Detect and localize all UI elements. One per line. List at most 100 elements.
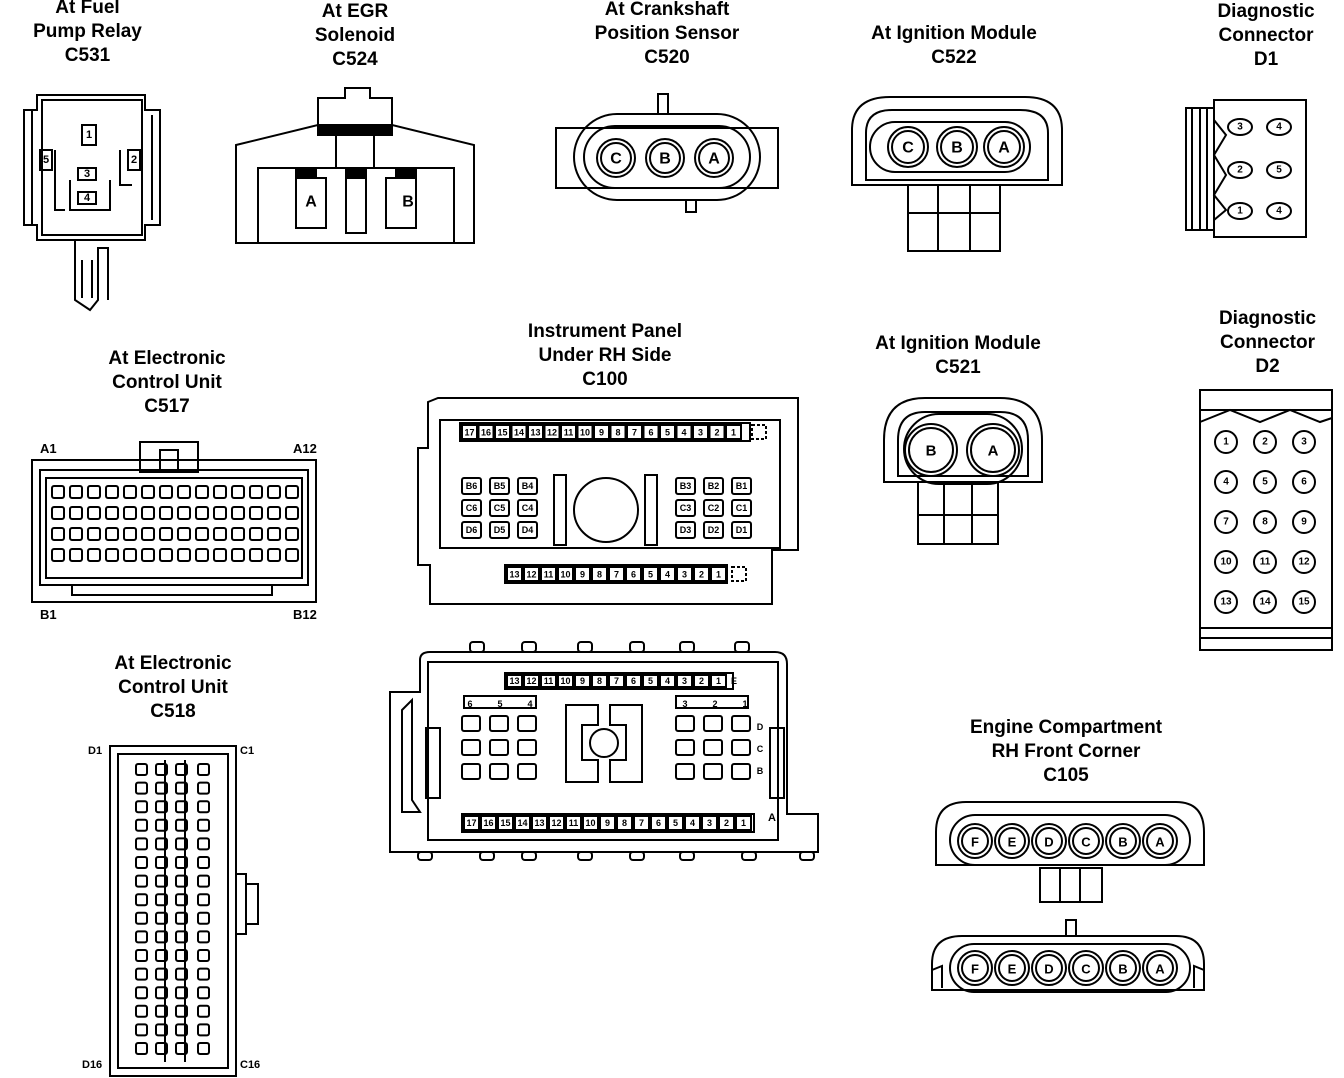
d2-pin-9 <box>1292 510 1316 534</box>
c100-top-cavity <box>725 424 742 440</box>
d1-pin-label-1: 3 <box>1237 122 1243 133</box>
c517-pin-cavity <box>51 506 65 520</box>
fusebox-right-cavity <box>731 739 751 756</box>
d2-pin-label-2: 2 <box>1262 437 1268 448</box>
c517-pin-cavity <box>177 485 191 499</box>
c100-top-pin-1: 1 <box>731 428 736 438</box>
c518-pin-cavity <box>135 874 148 888</box>
fusebox-row-a-cavity <box>531 815 548 831</box>
c517-pin-cavity <box>267 527 281 541</box>
c517-pin-cavity <box>105 485 119 499</box>
d2-pin-label-9: 9 <box>1301 517 1307 528</box>
c105-top-pin-ring-A <box>1142 823 1178 859</box>
c517-corner-a1: A1 <box>40 441 57 456</box>
d2-pin-1 <box>1214 430 1238 454</box>
c518-pin-cavity <box>135 800 148 814</box>
d1-pin-6 <box>1266 202 1292 220</box>
c105-top-pin-label-B: B <box>1118 835 1127 850</box>
c105-bottom-pin-ring-C <box>1068 950 1104 986</box>
c105-bottom-pin-label-A: A <box>1155 962 1165 977</box>
fusebox-row-e-cavity <box>557 674 574 688</box>
c100-top-cavity <box>708 424 726 440</box>
c100-grid-cavity <box>675 521 696 539</box>
c531-pin-4: 4 <box>84 192 91 204</box>
c100-bottom-pin-4: 4 <box>665 570 670 580</box>
c518-pin-cavity <box>135 1042 148 1055</box>
c100-top-cavity <box>642 424 660 440</box>
c518-pin-cavity <box>175 949 188 962</box>
c517-pin-grid <box>51 485 299 562</box>
c518-pin-cavity <box>155 874 168 888</box>
c100-top-pin-13: 13 <box>530 428 540 438</box>
fusebox-left-cavity <box>517 763 537 780</box>
c518-pin-cavity <box>135 1004 148 1018</box>
c517-pin-cavity <box>123 527 137 541</box>
fusebox-row-a-pin-15: 15 <box>500 818 510 828</box>
fusebox-row-e-pin-9: 9 <box>580 676 585 686</box>
c100-top-cavity <box>543 424 561 440</box>
c520-connector <box>555 93 779 213</box>
fusebox-row-e-pin-4: 4 <box>665 676 670 686</box>
c518-pin-cavity <box>197 818 210 832</box>
fusebox-tab <box>741 851 757 861</box>
fusebox-left-cavity <box>461 763 481 780</box>
c517-pin-cavity <box>159 506 173 520</box>
c517-pin-cavity <box>105 548 119 562</box>
d2-pin-label-11: 11 <box>1260 557 1271 568</box>
c518-pin-cavity <box>175 911 188 925</box>
c100-pin-group <box>461 424 767 582</box>
c100-grid-cavity <box>489 499 510 517</box>
c100-grid-cavity <box>517 521 538 539</box>
d1-pin-5 <box>1227 202 1253 220</box>
c105-top-pin-label-F: F <box>971 835 979 850</box>
c518-pin-cavity <box>197 1023 210 1037</box>
fusebox-row-a-cavity <box>633 815 650 831</box>
c517-pin-cavity <box>123 506 137 520</box>
c100-grid-pin-D5: D5 <box>494 525 506 535</box>
c100-top-cavity <box>527 424 544 440</box>
fusebox-row-a-pin-13: 13 <box>534 818 544 828</box>
fusebox-left-header <box>463 695 537 709</box>
c100-bottom-pin-8: 8 <box>597 570 602 580</box>
d2-pin-label-13: 13 <box>1220 597 1232 608</box>
c518-pin-cavity <box>175 893 188 907</box>
c100-grid-pin-C6: C6 <box>466 503 478 513</box>
c100-bottom-cavity <box>608 566 625 582</box>
c105-top-pin-label-E: E <box>1008 835 1017 850</box>
c517-label: At Electronic Control Unit C517 <box>108 348 226 417</box>
c100-bottom-pin-6: 6 <box>631 570 636 580</box>
c105-top-pin-A <box>1146 827 1174 855</box>
c518-pin-cavity <box>155 1042 168 1055</box>
c517-pin-cavity <box>141 485 155 499</box>
fusebox-right-col-1: 1 <box>742 699 747 709</box>
c518-pin-cavity <box>175 818 188 832</box>
c518-pin-cavity <box>175 781 188 795</box>
c517-pin-cavity <box>51 548 65 562</box>
fusebox-row-a-cavity <box>514 815 531 831</box>
fusebox-row-a-cavity <box>684 815 701 831</box>
fusebox-row-e-pin-1: 1 <box>716 676 721 686</box>
c100-top-cavity <box>510 424 528 440</box>
fusebox-row-e-pin-11: 11 <box>544 676 554 686</box>
fusebox-tab <box>734 641 750 653</box>
c100-top-cavity <box>626 424 643 440</box>
c100-grid-pin-D6: D6 <box>466 525 478 535</box>
fusebox-tab <box>679 851 695 861</box>
c105-bottom-pin-D <box>1035 954 1063 982</box>
c518-pin-cavity <box>175 1004 188 1018</box>
c100-bottom-pin-7: 7 <box>614 570 619 580</box>
c520-pin-label-A: A <box>708 151 720 168</box>
c105-bottom-pin-B <box>1109 954 1137 982</box>
c100-grid-cavity <box>731 521 752 539</box>
fusebox-row-a-cavity <box>616 815 633 831</box>
c100-bottom-cavity <box>625 566 642 582</box>
c100-top-cavity <box>692 424 709 440</box>
d2-pin-label-15: 15 <box>1298 597 1310 608</box>
fusebox-pin-group <box>417 641 815 861</box>
d2-pin-15 <box>1292 590 1316 614</box>
fusebox-row-a-pin-8: 8 <box>622 818 627 828</box>
c105-bottom-pin-F <box>961 954 989 982</box>
c100-grid-pin-D2: D2 <box>708 525 720 535</box>
c518-corner-c1: C1 <box>240 745 255 757</box>
